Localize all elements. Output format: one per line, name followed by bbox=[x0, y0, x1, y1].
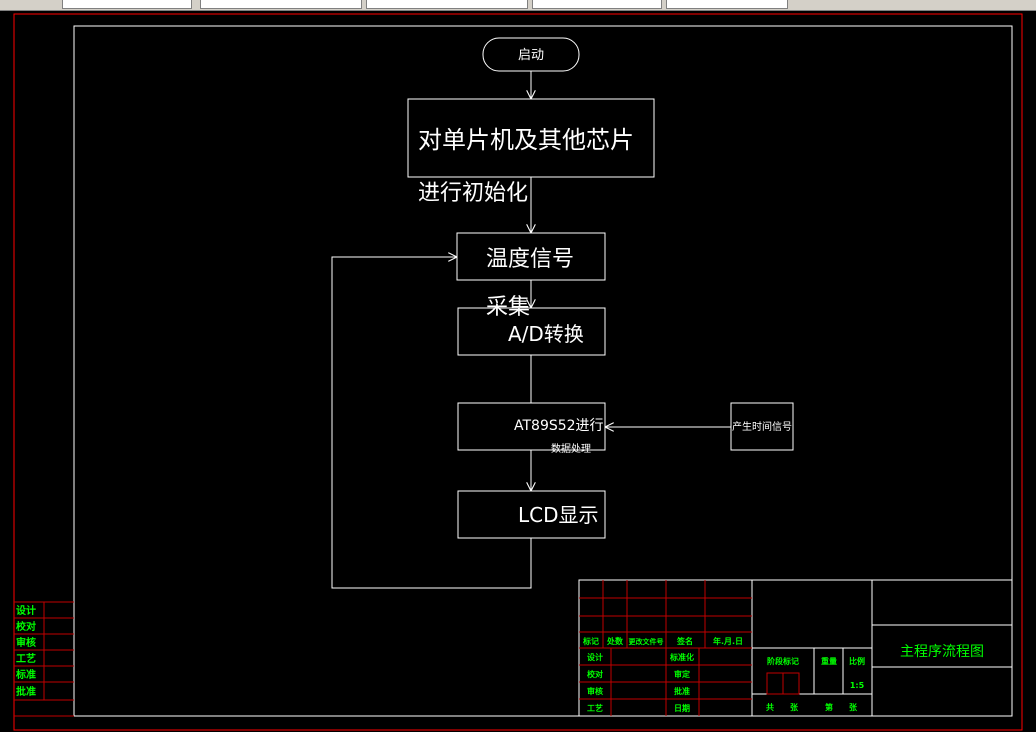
ad-label: A/D转换 bbox=[508, 322, 584, 346]
lcd-label: LCD显示 bbox=[518, 503, 599, 527]
role-label: 日期 bbox=[674, 703, 690, 713]
title-block: 标记 处数 更改文件号 签名 年.月.日 设计 校对 审核 工艺 标准化 审定 … bbox=[578, 579, 1013, 717]
mcu-label-line2: 数据处理 bbox=[551, 442, 591, 455]
init-label-line1: 对单片机及其他芯片 bbox=[418, 126, 634, 154]
signoff-label: 校对 bbox=[16, 620, 36, 633]
sheet-label: 第 bbox=[825, 702, 833, 712]
toolbar-segment[interactable] bbox=[666, 0, 788, 9]
init-label-line2: 进行初始化 bbox=[418, 181, 528, 206]
start-label: 启动 bbox=[518, 48, 544, 63]
signoff-label: 审核 bbox=[16, 636, 36, 649]
drawing-title: 主程序流程图 bbox=[900, 644, 984, 660]
sheet-label: 张 bbox=[790, 703, 799, 712]
drawing-canvas[interactable]: 启动 对单片机及其他芯片 进行初始化 温度信号 采集 A/D转换 AT89S52… bbox=[0, 10, 1036, 732]
toolbar-segment[interactable] bbox=[62, 0, 192, 9]
toolbar-segment[interactable] bbox=[366, 0, 528, 9]
role-label: 设计 bbox=[587, 652, 603, 662]
inner-frame bbox=[73, 25, 1013, 717]
signoff-label: 标准 bbox=[15, 668, 36, 681]
role-label: 审定 bbox=[674, 669, 690, 679]
role-label: 审核 bbox=[587, 686, 603, 696]
role-label: 校对 bbox=[587, 669, 603, 679]
role-label: 标准化 bbox=[669, 652, 694, 662]
weight-label: 重量 bbox=[821, 656, 837, 666]
sheet-label: 张 bbox=[849, 703, 858, 712]
temp-label-line2: 采集 bbox=[486, 295, 530, 320]
toolbar-segment[interactable] bbox=[200, 0, 362, 9]
mcu-label-line1: AT89S52进行 bbox=[514, 418, 604, 434]
toolbar-segment[interactable] bbox=[532, 0, 662, 9]
header-label: 签名 bbox=[676, 636, 693, 646]
header-label: 处数 bbox=[606, 636, 624, 646]
timer-label: 产生时间信号 bbox=[732, 420, 792, 433]
scale-value: 1:5 bbox=[850, 681, 865, 690]
outer-frame bbox=[13, 13, 1023, 731]
signoff-label: 批准 bbox=[16, 685, 36, 698]
loop-back-line bbox=[331, 257, 532, 589]
sheet-label: 共 bbox=[766, 702, 774, 712]
role-label: 工艺 bbox=[587, 703, 603, 713]
toolbar-strip bbox=[0, 0, 1036, 11]
signoff-label: 设计 bbox=[16, 604, 36, 617]
flowchart-labels: 启动 对单片机及其他芯片 进行初始化 温度信号 采集 A/D转换 AT89S52… bbox=[418, 48, 792, 527]
signoff-label: 工艺 bbox=[16, 652, 36, 665]
role-label: 批准 bbox=[674, 686, 690, 696]
signoff-table: 设计 校对 审核 工艺 标准 批准 bbox=[14, 601, 74, 717]
scale-label: 比例 bbox=[849, 656, 865, 666]
flowchart bbox=[331, 37, 794, 589]
header-label: 更改文件号 bbox=[629, 637, 664, 646]
temp-label-line1: 温度信号 bbox=[486, 247, 574, 272]
header-label: 标记 bbox=[582, 636, 599, 646]
stage-label: 阶段标记 bbox=[767, 656, 799, 666]
header-label: 年.月.日 bbox=[713, 636, 743, 646]
